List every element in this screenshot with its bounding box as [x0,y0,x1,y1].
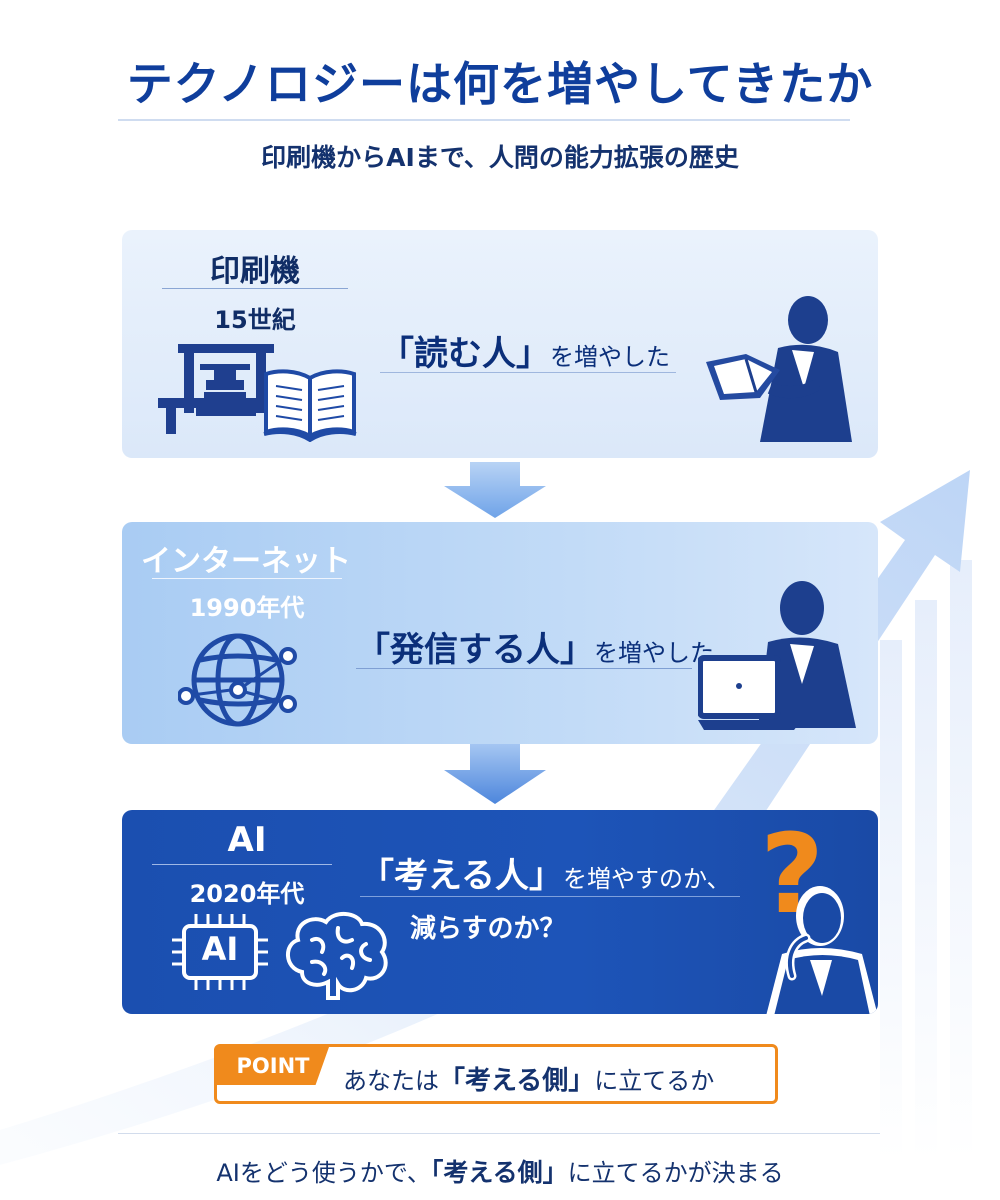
era-statement-quote: 「考える人」 [360,856,563,896]
era-statement: 「発信する人」を増やした [356,622,714,671]
footer-text-after: に立てるかが決まる [567,1159,784,1187]
footer-divider [118,1133,880,1134]
era-name: 印刷機 [210,254,300,289]
era-period: 1990年代 [189,594,305,622]
down-arrow-icon [444,462,546,518]
era-statement-line2: 減らすのか？ [410,914,566,944]
era-statement-rest: を増やした [550,343,670,371]
reading-person-icon [706,296,852,442]
point-text-emphasis: 「考える側」 [439,1066,595,1096]
statement-divider [360,896,740,897]
era-statement-quote: 「発信する人」 [356,630,594,670]
era-divider [162,288,348,289]
printing-press-icon [158,344,290,434]
ai-chip-label: AI [201,930,239,968]
era-divider [152,578,342,579]
era-card-printing-press: 印刷機 15世紀 「読む人」を増やした [122,230,878,458]
era-divider [152,864,332,865]
era-card-internet: インターネット 1990年代 「発信する人」を増やした [122,522,878,744]
era-name: AI [227,820,267,860]
open-book-icon [263,369,357,442]
footer-message: AIをどう使うかで、「考える側」に立てるかが決まる [0,1153,1000,1189]
down-arrow-icon [444,744,546,804]
era-statement-quote: 「読む人」 [380,334,550,374]
point-text: あなたは「考える側」に立てるか [343,1060,714,1097]
point-tag: POINT [217,1047,329,1085]
era-name: インターネット [141,544,351,579]
thinking-person-icon [766,886,878,1014]
statement-divider [356,668,692,669]
page-subtitle: 印刷機からAIまで、人問の能力拡張の歴史 [261,143,739,172]
era-statement: 「読む人」を増やした [380,326,670,375]
point-text-after: に立てるか [594,1067,715,1095]
era-statement: 「考える人」を増やすのか、 [360,848,731,897]
point-callout: POINT あなたは「考える側」に立てるか [214,1044,778,1104]
point-text-before: あなたは [343,1067,439,1095]
statement-divider [380,372,676,373]
laptop-person-icon [698,581,856,730]
era-card-ai: AI 2020年代 AI 「考える人」を増やすのか、 減らすのか？ [122,810,878,1014]
ai-chip-frame [172,914,268,990]
title-divider [118,119,850,121]
globe-network-icon [178,633,297,727]
era-period: 2020年代 [189,880,305,908]
ai-chip-icon: AI [172,914,268,990]
footer-text-before: AIをどう使うかで、 [216,1159,431,1187]
brain-icon [286,912,388,1000]
era-statement-rest: を増やすのか、 [562,865,731,893]
page-title: テクノロジーは何を増やしてきたか [126,57,874,111]
era-statement-rest: を増やした [594,639,714,667]
era-period: 15世紀 [214,306,296,334]
footer-text-emphasis: 「考える側」 [430,1158,568,1187]
